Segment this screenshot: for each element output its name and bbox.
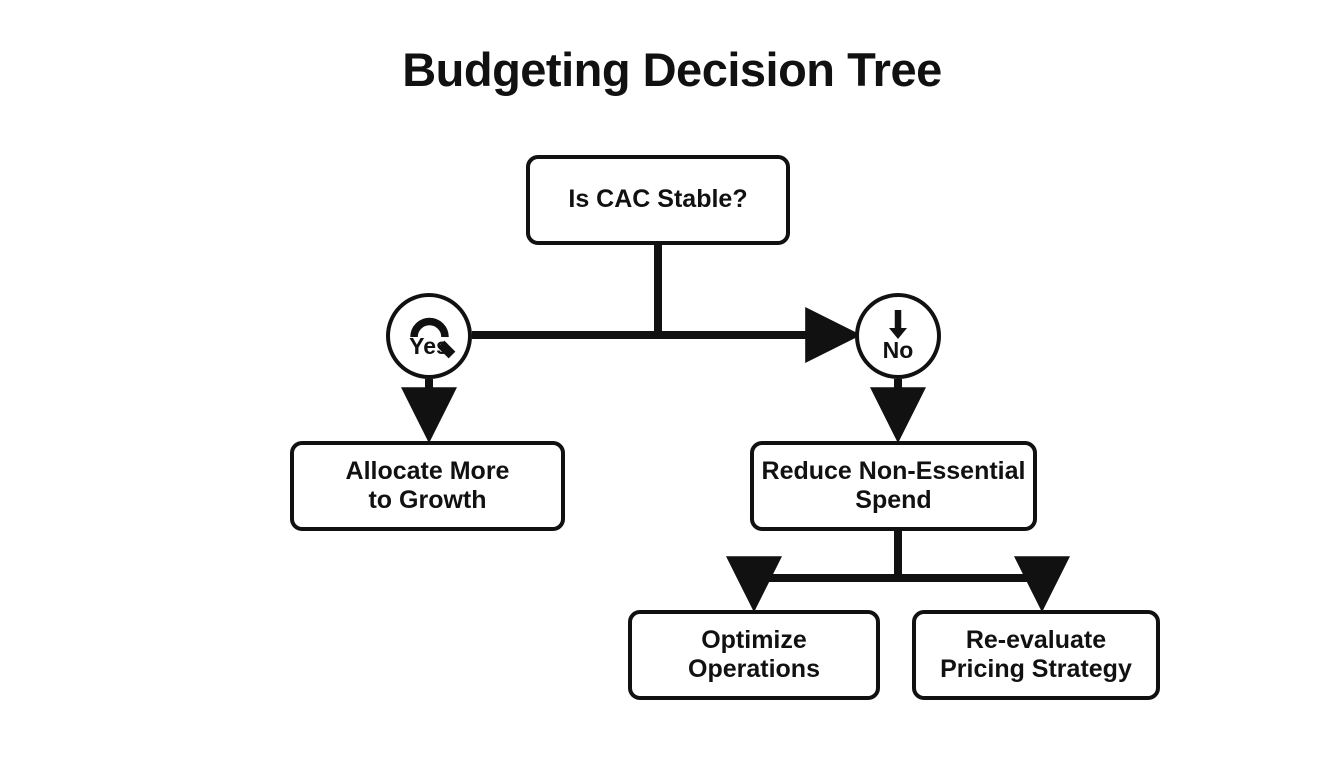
node-reduce-non-essential-spend[interactable]: Reduce Non-Essential Spend <box>750 441 1037 531</box>
node-label: Optimize Operations <box>688 625 820 684</box>
node-re-evaluate-pricing-strategy[interactable]: Re-evaluate Pricing Strategy <box>912 610 1160 700</box>
node-is-cac-stable[interactable]: Is CAC Stable? <box>526 155 790 245</box>
decision-label-no: No <box>882 337 914 363</box>
node-label: Reduce Non-Essential Spend <box>761 456 1026 515</box>
node-optimize-operations[interactable]: Optimize Operations <box>628 610 880 700</box>
decision-node-no[interactable]: No <box>855 293 941 379</box>
node-label: Is CAC Stable? <box>568 185 748 214</box>
node-label: Re-evaluate Pricing Strategy <box>940 625 1132 684</box>
decision-node-yes[interactable]: Yes <box>386 293 472 379</box>
decision-label-yes: Yes <box>409 333 449 359</box>
node-allocate-more-to-growth[interactable]: Allocate More to Growth <box>290 441 565 531</box>
node-label: Allocate More to Growth <box>345 456 510 515</box>
page-title: Budgeting Decision Tree <box>402 43 942 96</box>
